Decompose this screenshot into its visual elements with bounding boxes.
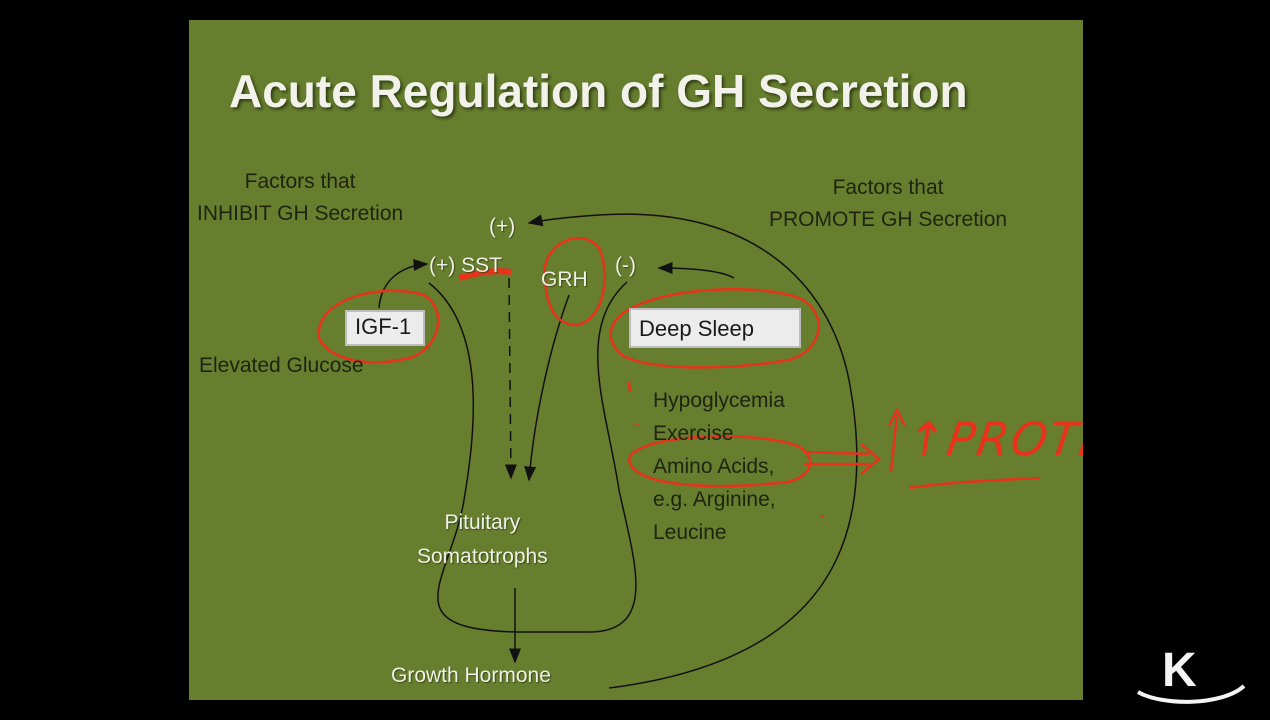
logo-letter: K [1162, 644, 1197, 697]
promote-factors-list: Hypoglycemia Exercise Amino Acids, e.g. … [653, 384, 785, 549]
gh-feedback-arrow [527, 213, 858, 689]
deep-sleep-box: Deep Sleep [629, 308, 801, 348]
promote-factors-heading: Factors that PROMOTE GH Secretion [769, 176, 1008, 231]
growth-hormone-label: Growth Hormone [391, 664, 551, 687]
elevated-glucose-label: Elevated Glucose [199, 354, 364, 377]
ink-mark-3 [820, 514, 824, 519]
handwritten-protein-note: ↑PROTEIN [903, 412, 1083, 466]
deep-sleep-to-minus-arrow [657, 262, 735, 279]
igf1-box: IGF-1 [345, 310, 425, 346]
feedback-loop-left [428, 281, 637, 633]
ink-circle-igf1 [317, 289, 440, 364]
plus-top-label: (+) [489, 215, 516, 238]
inhibit-factors-heading: Factors that INHIBIT GH Secretion [197, 170, 404, 225]
pituitary-somatotrophs-label: Pituitary Somatotrophs [417, 511, 548, 568]
diagram-lines [317, 213, 1040, 689]
igf1-to-sst-arrow [378, 258, 429, 309]
promote-item: e.g. Arginine, [653, 488, 776, 511]
ink-scribble-sst [458, 268, 512, 281]
slide: Acute Regulation of GH Secretion Factors… [189, 20, 1083, 700]
sst-dashed-arrow [504, 277, 517, 480]
ink-circle-amino-acids [627, 435, 812, 488]
ink-underline [908, 476, 1040, 490]
sst-label: (+) SST [429, 254, 502, 277]
minus-label: (-) [615, 254, 636, 277]
grh-arrow [524, 294, 570, 482]
ink-circle-deep-sleep [609, 287, 820, 369]
grh-label: GRH [541, 268, 588, 291]
promote-item: Amino Acids, [653, 455, 775, 478]
slide-title: Acute Regulation of GH Secretion [229, 65, 968, 117]
ink-circle-grh [543, 236, 606, 327]
k-logo-icon: K [1136, 644, 1246, 704]
ink-mark-2 [635, 423, 640, 427]
ink-up-arrow [887, 407, 907, 473]
promote-item: Leucine [653, 521, 727, 544]
promote-item: Hypoglycemia [653, 389, 785, 412]
ink-arrow-to-protein [803, 443, 881, 475]
ink-mark-1 [627, 381, 632, 393]
promote-item: Exercise [653, 422, 734, 445]
handwritten-annotations [317, 236, 1040, 519]
